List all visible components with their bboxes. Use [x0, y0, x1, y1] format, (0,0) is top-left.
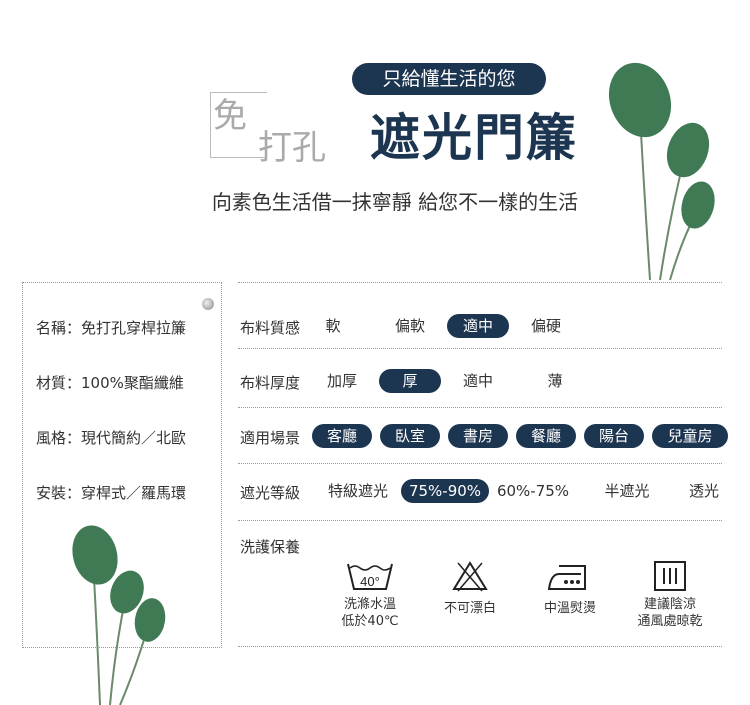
prefix-frame	[210, 92, 267, 158]
page-subtitle: 向素色生活借一抹寧靜 給您不一樣的生活	[211, 190, 579, 214]
divider	[238, 348, 722, 349]
scene-label: 適用場景	[240, 429, 301, 447]
divider	[238, 646, 722, 647]
care-no-bleach-text: 不可漂白	[443, 601, 496, 616]
care-label: 洗護保養	[240, 538, 301, 556]
prefix-text-2: 打孔	[258, 128, 326, 168]
option-thick-selected: 厚	[379, 369, 441, 393]
scene-study: 書房	[448, 424, 508, 448]
tag-hole-icon	[202, 298, 214, 310]
blackout-label: 遮光等級	[240, 484, 301, 502]
monstera-plant-top-icon	[608, 62, 715, 281]
scene-living-room: 客廳	[312, 424, 372, 448]
iron-medium-icon	[547, 565, 586, 590]
care-dry-text-2: 通風處晾乾	[637, 614, 703, 629]
spec-install: 安裝：穿桿式／羅馬環	[36, 484, 187, 502]
spec-name: 名稱：免打孔穿桿拉簾	[36, 319, 187, 337]
scene-kids-room: 兒童房	[652, 424, 728, 448]
option-slightly-soft: 偏軟	[394, 317, 425, 335]
dry-shade-icon	[654, 561, 686, 591]
option-semi-blackout: 半遮光	[604, 482, 650, 500]
option-soft: 軟	[325, 317, 341, 335]
page-title: 遮光門簾	[370, 109, 578, 167]
care-wash: 40° 洗滌水溫 低於40℃	[325, 560, 415, 630]
scene-balcony: 陽台	[584, 424, 644, 448]
scene-bedroom: 臥室	[380, 424, 440, 448]
care-wash-text-1: 洗滌水溫	[343, 597, 396, 612]
option-slightly-hard: 偏硬	[530, 317, 561, 335]
option-thin: 薄	[547, 372, 563, 390]
fabric-thickness-label: 布料厚度	[240, 374, 301, 392]
option-full-blackout: 特級遮光	[327, 482, 388, 500]
divider	[238, 282, 722, 283]
spec-material: 材質：100%聚酯纖維	[36, 374, 184, 392]
option-60-75: 60%-75%	[496, 482, 570, 500]
option-medium: 適中	[462, 372, 493, 390]
option-75-90-selected: 75%-90%	[401, 479, 489, 503]
care-dry-text-1: 建議陰涼	[643, 597, 696, 612]
no-bleach-icon	[452, 561, 488, 592]
option-medium-selected: 適中	[447, 314, 509, 338]
divider	[238, 407, 722, 408]
prefix-text-1: 免	[213, 96, 247, 136]
care-iron-text: 中溫熨燙	[543, 601, 596, 616]
tagline-badge: 只給懂生活的您	[352, 63, 546, 95]
divider	[238, 520, 722, 521]
scene-dining: 餐廳	[516, 424, 576, 448]
option-extra-thick: 加厚	[326, 372, 357, 390]
monstera-plant-bottom-icon	[72, 525, 166, 705]
spec-style: 風格：現代簡約／北歐	[36, 429, 187, 447]
care-no-bleach: 不可漂白	[425, 560, 515, 617]
option-sheer: 透光	[688, 482, 719, 500]
wash-40-icon: 40°	[347, 563, 393, 590]
care-wash-text-2: 低於40℃	[341, 614, 399, 629]
care-dry: 建議陰涼 通風處晾乾	[625, 560, 715, 630]
fabric-texture-label: 布料質感	[240, 319, 301, 337]
divider	[238, 463, 722, 464]
svg-text:40°: 40°	[360, 574, 380, 589]
spec-tag-card	[22, 282, 222, 648]
care-iron: 中溫熨燙	[525, 560, 615, 617]
